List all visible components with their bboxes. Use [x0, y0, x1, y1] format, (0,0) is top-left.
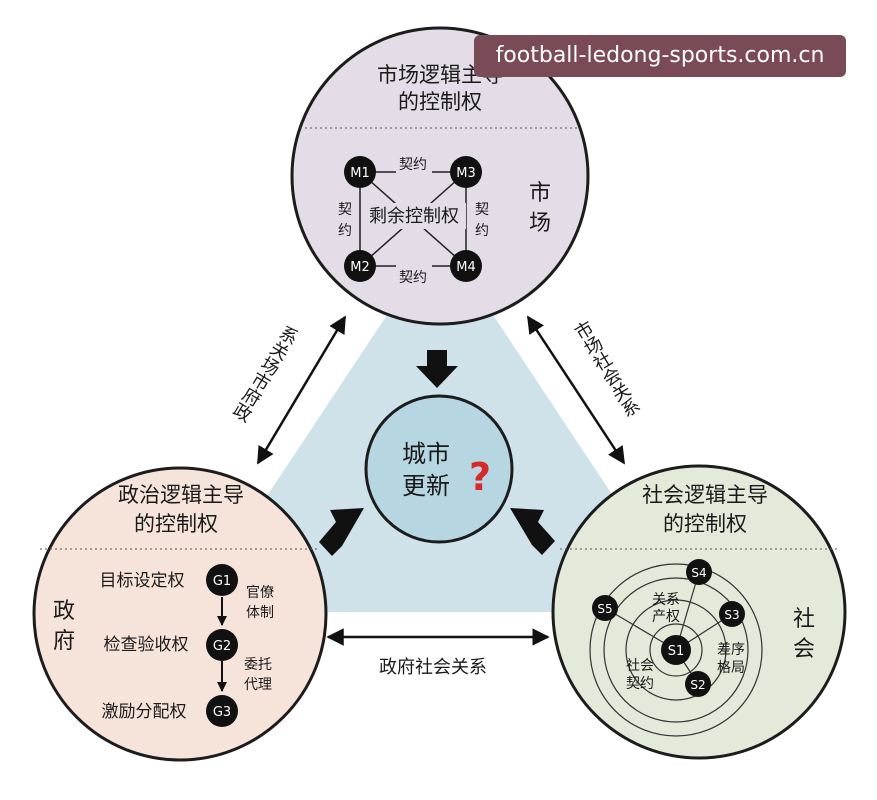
watermark-banner: football-ledong-sports.com.cn [474, 35, 846, 77]
node-s5: S5 [592, 595, 618, 621]
node-m4: M4 [450, 250, 482, 282]
right-goal-setting: 目标设定权 [100, 571, 185, 591]
svg-text:S2: S2 [690, 678, 705, 692]
market-contract-bottom: 契约 [399, 270, 427, 286]
society-diff-order-line2: 格局 [717, 660, 745, 676]
society-title-line2: 的控制权 [663, 512, 747, 536]
node-g3: G3 [206, 695, 238, 727]
node-s2: S2 [685, 671, 711, 697]
market-contract-left-2: 约 [338, 223, 352, 239]
society-side-char1: 社 [793, 607, 815, 632]
node-g1: G1 [206, 564, 238, 596]
svg-text:S3: S3 [724, 608, 739, 622]
right-inspection: 检查验收权 [104, 635, 189, 655]
gov-note1-line2: 体制 [246, 605, 274, 621]
node-s4: S4 [686, 559, 712, 585]
node-s3: S3 [719, 601, 745, 627]
arrow-gov-market [256, 315, 347, 465]
market-circle [290, 26, 590, 326]
government-title-line2: 的控制权 [134, 512, 218, 536]
arrow-society-to-center [510, 508, 555, 555]
gov-note1-line1: 官僚 [246, 585, 274, 601]
society-ring-4 [589, 563, 763, 737]
center-group: 城市 更新 ? [364, 394, 514, 544]
government-title-line1: 政治逻辑主导 [118, 483, 244, 507]
center-label-line2: 更新 [402, 472, 450, 500]
society-circle [551, 464, 847, 760]
market-contract-right-1: 契 [475, 202, 489, 218]
government-circle [32, 466, 328, 762]
gov-note2-line2: 代理 [244, 677, 272, 693]
arrow-market-society [526, 315, 626, 465]
svg-text:S1: S1 [668, 644, 685, 659]
society-social-contract-line2: 契约 [626, 676, 654, 692]
society-ring-1 [649, 623, 703, 677]
market-contract-top: 契约 [399, 157, 427, 173]
node-g2: G2 [206, 629, 238, 661]
svg-text:M3: M3 [456, 166, 476, 181]
svg-text:M2: M2 [350, 260, 370, 275]
svg-text:G3: G3 [213, 705, 231, 720]
society-ring-3 [603, 577, 749, 723]
society-diff-order-line1: 差序 [717, 642, 745, 658]
market-contract-right-2: 约 [475, 223, 489, 239]
government-side-char1: 政 [53, 599, 75, 624]
svg-text:G1: G1 [213, 574, 231, 589]
arrow-market-to-center [416, 350, 458, 388]
node-m2: M2 [344, 250, 376, 282]
market-side-char2: 场 [529, 211, 551, 236]
svg-text:S5: S5 [597, 602, 612, 616]
society-rel-property-line1: 关系 [652, 592, 680, 608]
gov-note2-line1: 委托 [244, 657, 272, 673]
svg-text:S4: S4 [691, 566, 706, 580]
label-market-society-relation: 市 场 社 会 关 系 [571, 317, 644, 421]
label-gov-society-relation: 政府社会关系 [379, 657, 487, 678]
government-circle-group: 政治逻辑主导 的控制权 政 府 目标设定权 检查验收权 激励分配权 官僚 体制 … [32, 466, 328, 762]
society-side-char2: 会 [793, 637, 815, 662]
node-m1: M1 [344, 156, 376, 188]
society-rel-property-line2: 产权 [652, 609, 680, 625]
society-circle-group: 社会逻辑主导 的控制权 社 会 关系 产权 差序 格局 社会 契约 S4 S5 … [551, 464, 847, 760]
node-m3: M3 [450, 156, 482, 188]
government-side-char2: 府 [53, 629, 75, 654]
market-contract-left-1: 契 [338, 202, 352, 218]
society-ring-2 [625, 599, 727, 701]
node-s1: S1 [661, 635, 691, 665]
label-gov-market-relation: 政 府 市 场 关 系 [229, 322, 302, 426]
center-circle [364, 394, 514, 544]
svg-text:M4: M4 [456, 260, 476, 275]
market-circle-group: 市场逻辑主导 的控制权 市 场 剩余控制权 契约 契约 契 约 契 约 M1 M… [290, 26, 590, 326]
society-social-contract-line1: 社会 [626, 658, 654, 674]
arrow-government-to-center [319, 508, 364, 556]
question-mark: ? [469, 455, 491, 499]
right-incentive: 激励分配权 [102, 702, 187, 722]
svg-text:G2: G2 [213, 639, 231, 654]
market-title-line2: 的控制权 [398, 90, 482, 114]
market-side-char1: 市 [529, 181, 551, 206]
society-title-line1: 社会逻辑主导 [642, 483, 768, 507]
center-label-line1: 城市 [402, 440, 450, 468]
svg-text:M1: M1 [350, 166, 370, 181]
market-center-label: 剩余控制权 [369, 206, 459, 227]
